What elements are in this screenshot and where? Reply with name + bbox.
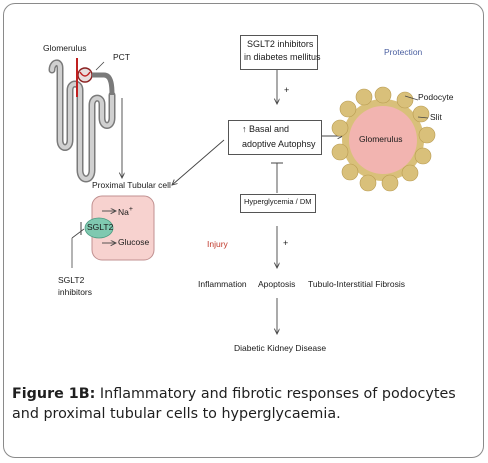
figure-label: Figure 1B:: [12, 386, 96, 402]
glomerulus-circle: [349, 106, 417, 174]
autophagy-box: [228, 120, 322, 155]
sodium-label: Na+: [118, 206, 133, 217]
fibrosis-label: Tubulo-Interstitial Fibrosis: [308, 279, 405, 289]
glomerulus-capsule: [77, 67, 93, 83]
sglt2-inhibitor-box: [240, 35, 318, 70]
sodium-charge: +: [128, 206, 133, 213]
caption-text: Inflammatory and fibrotic responses of p…: [12, 386, 456, 422]
hyperglycemia-box: [240, 194, 316, 213]
glucose-label: Glucose: [118, 237, 150, 247]
figure-caption: Figure 1B: Inflammatory and fibrotic res…: [12, 384, 478, 424]
inhibitor-line: [71, 228, 85, 239]
hyperglycemia-label: Hyperglycemia / DM: [244, 197, 312, 206]
sglt2-inhibitors-side-1: SGLT2: [58, 275, 85, 285]
protection-label: Protection: [384, 47, 423, 57]
autophagy-text-2: adoptive Autophsy: [242, 139, 316, 149]
sglt2-transporter: [84, 217, 114, 239]
podocyte-glomerulus: [331, 86, 436, 192]
sglt2-label: SGLT2: [87, 222, 114, 232]
inflammation-label: Inflammation: [198, 279, 247, 289]
glomerulus-label: Glomerulus: [43, 43, 87, 53]
kidney-diagram: [48, 58, 436, 380]
sglt2-inhibitors-text-1: SGLT2 inhibitors: [247, 39, 314, 49]
podocyte-label: Podocyte: [418, 92, 454, 102]
glomerulus-circle-label: Glomerulus: [359, 134, 403, 144]
plus-sign-mid: +: [283, 238, 289, 248]
plus-sign-top: +: [284, 85, 290, 95]
injury-label: Injury: [207, 239, 228, 249]
pct-label: PCT: [113, 52, 130, 62]
proximal-tubular-cell-label: Proximal Tubular cell: [92, 180, 171, 190]
slit-label: Slit: [430, 112, 442, 122]
nephron-drawing: [48, 58, 116, 183]
dkd-label: Diabetic Kidney Disease: [234, 343, 327, 353]
apoptosis-label: Apoptosis: [258, 279, 296, 289]
sglt2-inhibitors-side-2: inhibitors: [58, 287, 93, 297]
autophagy-text-1: ↑ Basal and: [242, 124, 290, 134]
sglt2-inhibitors-text-2: in diabetes mellitus: [244, 52, 321, 62]
